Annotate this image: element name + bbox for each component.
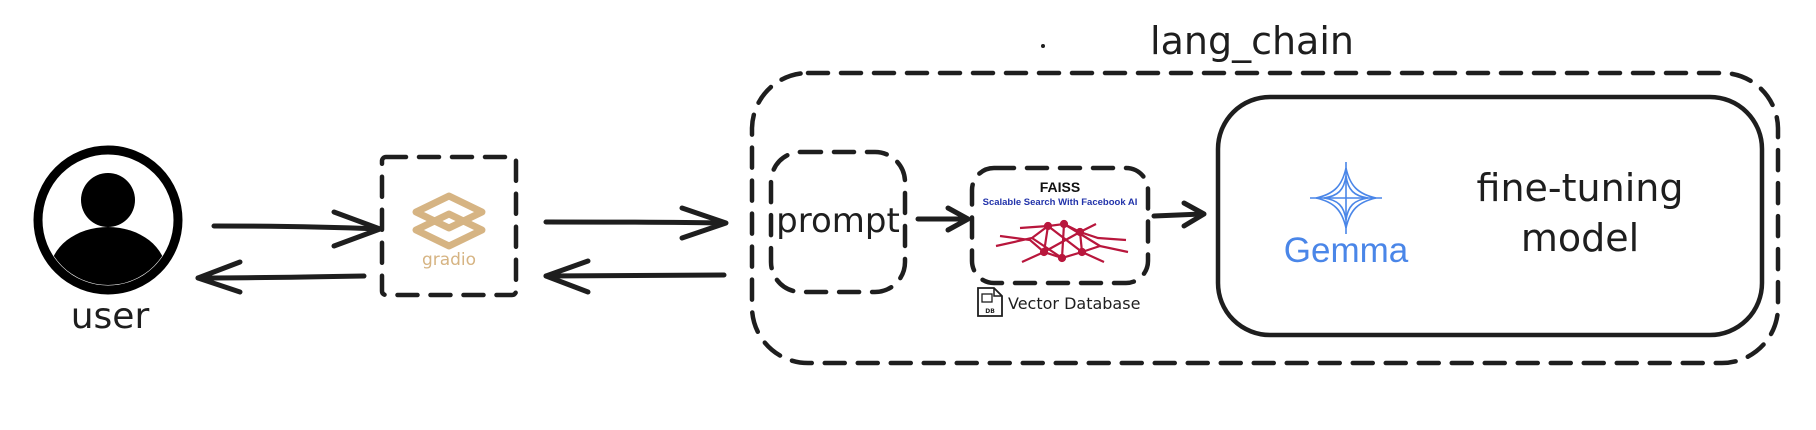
gradio-logo-icon	[412, 192, 486, 250]
gemma-wordmark: Gemma	[1284, 231, 1409, 270]
prompt-label: prompt	[776, 201, 900, 241]
gradio-node: gradio	[379, 154, 519, 298]
database-icon-text: DB	[985, 308, 995, 315]
langchain-label: lang_chain	[1150, 19, 1354, 63]
faiss-node: FAISS Scalable Search With Facebook AI	[969, 165, 1151, 286]
gradio-box	[379, 154, 519, 298]
model-label-line1: fine-tuning	[1477, 166, 1684, 210]
faiss-subtitle: Scalable Search With Facebook AI	[983, 197, 1138, 208]
user-label: user	[71, 296, 150, 337]
model-node: Gemma fine-tuning model	[1215, 94, 1765, 338]
arrow-gradio-to-user	[195, 259, 367, 295]
arrow-prompt-to-faiss	[915, 205, 971, 233]
vector-db-label: Vector Database	[1008, 294, 1140, 313]
user-node: user	[33, 145, 183, 337]
model-label-line2: model	[1521, 216, 1639, 260]
model-box	[1215, 94, 1765, 338]
arrow-user-to-gradio	[211, 209, 383, 249]
arrow-langchain-to-gradio	[543, 258, 727, 295]
faiss-graph-icon	[995, 219, 1129, 264]
prompt-node: prompt	[768, 149, 908, 295]
arrow-faiss-to-model	[1151, 200, 1207, 229]
prompt-box	[768, 149, 908, 295]
database-file-icon: DB	[977, 287, 1003, 317]
langchain-container: lang_chain	[749, 19, 1781, 366]
gradio-label: gradio	[422, 250, 476, 270]
langchain-box	[749, 70, 1781, 366]
user-avatar-icon	[33, 145, 183, 295]
arrow-gradio-to-langchain	[543, 205, 729, 241]
stray-dot	[1041, 44, 1045, 48]
faiss-title: FAISS	[1040, 179, 1080, 195]
gemma-sparkle-icon	[1310, 162, 1382, 234]
faiss-box	[969, 165, 1151, 286]
vector-db-label-group: DB Vector Database	[977, 287, 1140, 317]
